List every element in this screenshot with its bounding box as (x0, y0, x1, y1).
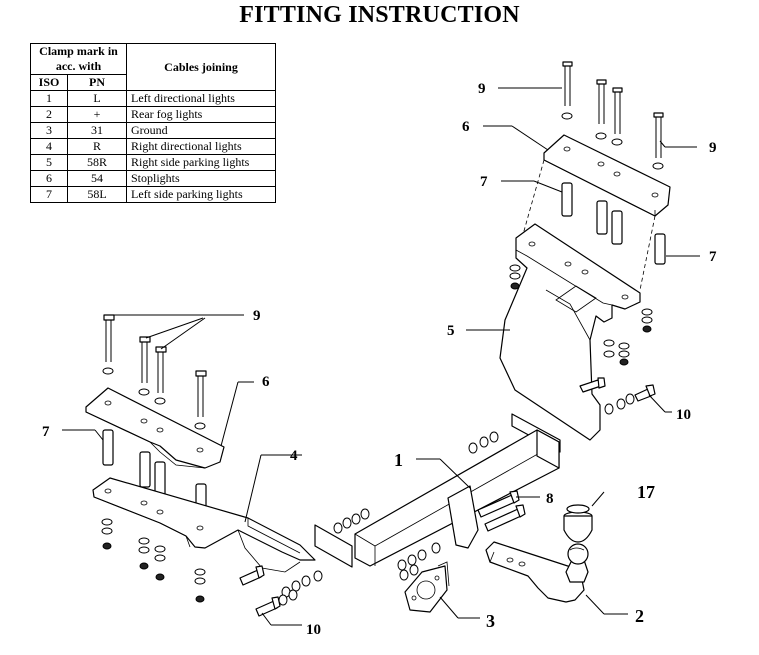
spacers-top (561, 182, 666, 265)
cell-pn: 31 (67, 122, 127, 139)
table-header-row: Clamp mark in acc. with Cables joining (30, 43, 276, 91)
header-clamp-mark: Clamp mark in acc. with (30, 43, 127, 75)
table-row: 4 R Right directional lights (30, 138, 276, 155)
table-row: 6 54 Stoplights (30, 170, 276, 187)
label-2: 2 (635, 606, 644, 626)
label-17: 17 (637, 482, 655, 502)
label-7-left: 7 (42, 424, 50, 440)
bolts-10-bottom (239, 565, 323, 617)
nuts-crossbar (333, 431, 499, 581)
label-6-left: 6 (262, 374, 270, 390)
bolts-8 (477, 490, 526, 532)
page-title: FITTING INSTRUCTION (239, 2, 520, 28)
cell-pn: 58L (67, 186, 127, 203)
towball-2 (485, 541, 589, 603)
nuts-left (101, 518, 206, 603)
cell-desc: Right directional lights (126, 138, 276, 155)
label-5: 5 (447, 323, 455, 339)
cell-desc: Stoplights (126, 170, 276, 187)
label-4: 4 (290, 448, 298, 464)
table-row: 7 58L Left side parking lights (30, 186, 276, 203)
label-1: 1 (394, 450, 403, 470)
label-9-left: 9 (253, 308, 261, 324)
label-6-top: 6 (462, 119, 470, 135)
right-bolts-top (561, 61, 664, 170)
clamp-table: Clamp mark in acc. with Cables joining I… (30, 43, 276, 203)
label-10-bottom: 10 (306, 622, 321, 638)
label-7-right: 7 (709, 249, 717, 265)
label-10-right: 10 (676, 407, 691, 423)
table-row: 3 31 Ground (30, 122, 276, 139)
bolts-10-right (579, 377, 656, 415)
label-9-top: 9 (478, 81, 486, 97)
crossbar-1 (314, 413, 561, 568)
socket-plate-3 (404, 561, 450, 613)
left-bolts-top (102, 314, 207, 430)
leader-lines (62, 87, 700, 626)
ball-cap-17 (563, 504, 593, 543)
bracket-5 (499, 223, 641, 441)
label-3: 3 (486, 611, 495, 631)
label-9-right: 9 (709, 140, 717, 156)
cell-pn: 54 (67, 170, 127, 187)
header-pn: PN (67, 74, 127, 91)
label-7-top: 7 (480, 174, 488, 190)
label-8: 8 (546, 491, 554, 507)
nuts-right (509, 264, 653, 366)
cell-desc: Right side parking lights (126, 154, 276, 171)
header-cables-joining: Cables joining (126, 43, 276, 91)
cell-desc: Ground (126, 122, 276, 139)
cell-iso: 7 (30, 186, 68, 203)
cell-desc: Left side parking lights (126, 186, 276, 203)
